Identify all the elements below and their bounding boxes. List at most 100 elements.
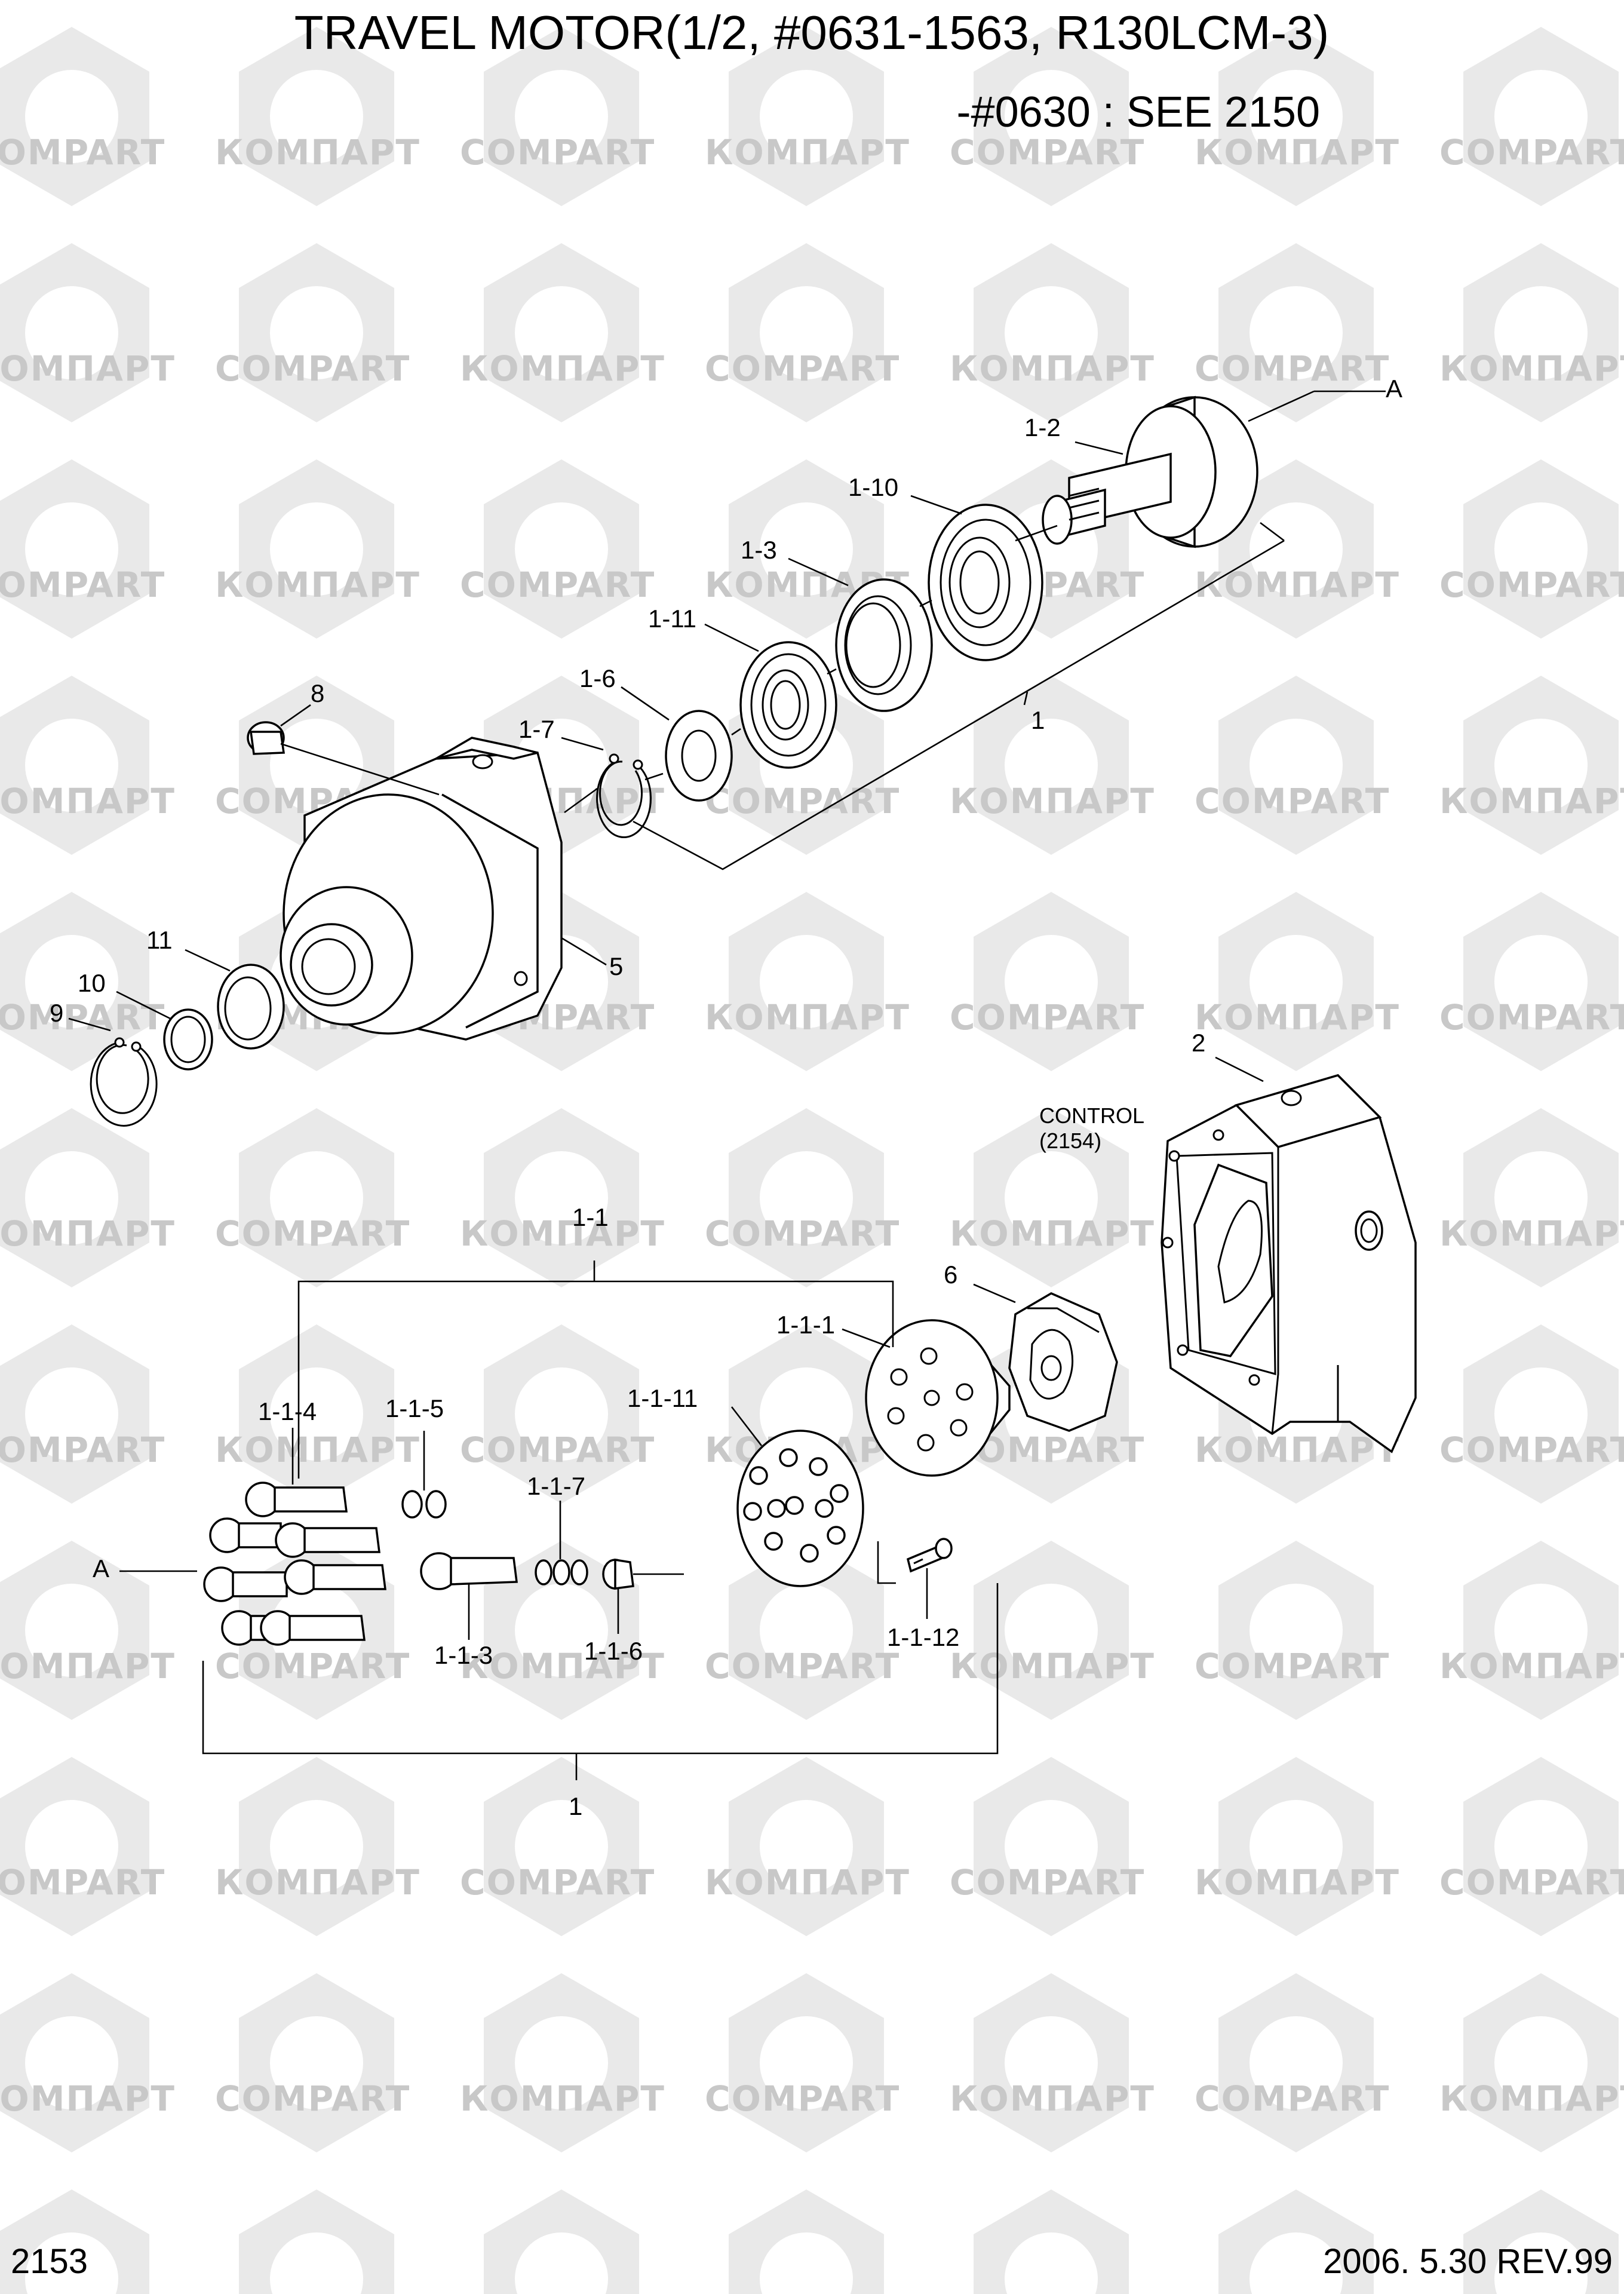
callout-bottom-a: A bbox=[93, 1554, 109, 1583]
watermark-logo-icon bbox=[729, 892, 884, 1071]
watermark-text: COMPART bbox=[950, 1862, 1145, 1903]
watermark-text: КОМПАРТ bbox=[460, 348, 665, 389]
watermark-text: COMPART bbox=[1439, 1430, 1624, 1470]
watermark-logo-icon bbox=[0, 1108, 149, 1287]
bracket-1-top bbox=[633, 539, 1285, 870]
watermark-text: КОМПАРТ bbox=[950, 1646, 1155, 1686]
watermark-text: КОМПАРТ bbox=[460, 1646, 665, 1686]
watermark-text: COMPART bbox=[215, 1213, 410, 1254]
callout-1-3: 1-3 bbox=[741, 536, 777, 564]
callout-6: 6 bbox=[944, 1261, 957, 1289]
shaft-1-2[interactable] bbox=[1042, 395, 1258, 548]
callout-1-bottom: 1 bbox=[569, 1792, 582, 1820]
watermark-text: КОМПАРТ bbox=[705, 132, 910, 173]
watermark-logo-icon bbox=[484, 2189, 639, 2294]
watermark-logo-icon bbox=[1463, 27, 1619, 206]
watermark-text: КОМПАРТ bbox=[0, 1646, 176, 1686]
watermark-logo-icon bbox=[974, 2189, 1129, 2294]
watermark-text: COMPART bbox=[950, 997, 1145, 1038]
snap-ring-9[interactable] bbox=[90, 1037, 158, 1127]
oring-10[interactable] bbox=[163, 1008, 213, 1071]
cylinder-block-1-1-1[interactable] bbox=[865, 1319, 1011, 1477]
lower-assembly bbox=[119, 1292, 1118, 1646]
footer-revision: 2006. 5.30 REV.99 bbox=[1323, 2242, 1613, 2281]
watermark-logo-icon bbox=[239, 1973, 394, 2152]
upper-assembly bbox=[90, 395, 1258, 1127]
control-note-line2: (2154) bbox=[1039, 1128, 1101, 1153]
bolt-1-1-12[interactable] bbox=[906, 1538, 953, 1573]
watermark-logo-icon bbox=[1218, 243, 1374, 422]
watermark-text: КОМПАРТ bbox=[0, 348, 176, 389]
housing-5[interactable] bbox=[280, 737, 563, 1041]
watermark-logo-icon bbox=[239, 1757, 394, 1936]
guide-1-1-3[interactable] bbox=[420, 1552, 518, 1590]
bearing-1-11[interactable] bbox=[739, 641, 837, 769]
watermark-text: COMPART bbox=[950, 132, 1145, 173]
watermark-logo-icon bbox=[0, 27, 149, 206]
callout-1-top: 1 bbox=[1031, 706, 1045, 734]
cap-1-1-6[interactable] bbox=[602, 1558, 634, 1590]
watermark-text: COMPART bbox=[460, 1862, 655, 1903]
watermark-text: COMPART bbox=[460, 565, 655, 605]
watermark-logo-icon bbox=[974, 676, 1129, 855]
rings-1-1-7[interactable] bbox=[535, 1559, 588, 1585]
watermark-logo-icon bbox=[729, 1757, 884, 1936]
callout-5: 5 bbox=[609, 952, 623, 980]
callout-1-1-3: 1-1-3 bbox=[434, 1641, 493, 1669]
watermark-text: КОМПАРТ bbox=[950, 348, 1155, 389]
seal-1-3[interactable] bbox=[835, 578, 933, 712]
watermark-text: КОМПАРТ bbox=[1439, 2078, 1624, 2119]
watermark-text: COMPART bbox=[460, 1430, 655, 1470]
watermark-text: КОМПАРТ bbox=[1195, 1862, 1400, 1903]
watermark-logo-icon bbox=[484, 1973, 639, 2152]
bracket-1-bottom bbox=[202, 1583, 999, 1755]
watermark-text: КОМПАРТ bbox=[1439, 1213, 1624, 1254]
watermark-logo-icon bbox=[239, 2189, 394, 2294]
watermark-text: КОМПАРТ bbox=[0, 2078, 176, 2119]
watermark-text: COMPART bbox=[705, 2078, 900, 2119]
callout-1-1-12: 1-1-12 bbox=[887, 1623, 959, 1651]
callout-10: 10 bbox=[78, 969, 106, 997]
watermark-logo-icon bbox=[1218, 1541, 1374, 1720]
watermark-text: COMPART bbox=[1195, 348, 1390, 389]
watermark-logo-icon bbox=[0, 892, 149, 1071]
callout-labels: A 1-2 1-10 1-3 1-11 1-6 1-7 1 8 5 11 10 … bbox=[50, 375, 1402, 1820]
callout-1-1-1: 1-1-1 bbox=[776, 1311, 835, 1339]
page-title: TRAVEL MOTOR(1/2, #0631-1563, R130LCM-3) bbox=[294, 6, 1330, 59]
plug-8[interactable] bbox=[247, 721, 285, 755]
watermark-logo-icon bbox=[0, 1541, 149, 1720]
callout-1-6: 1-6 bbox=[579, 664, 616, 692]
watermark-logo-icon bbox=[0, 459, 149, 639]
watermark-logo-icon bbox=[239, 243, 394, 422]
watermark-logo-icon bbox=[239, 1108, 394, 1287]
retainer-plate-1-1-11[interactable] bbox=[736, 1430, 864, 1587]
callout-1-10: 1-10 bbox=[848, 473, 898, 501]
watermark-text: КОМПАРТ bbox=[1195, 997, 1400, 1038]
watermark-text: COMPART bbox=[1439, 565, 1624, 605]
seal-11[interactable] bbox=[217, 964, 285, 1050]
watermark-text: COMPART bbox=[215, 2078, 410, 2119]
watermark-logo-icon bbox=[1218, 1973, 1374, 2152]
control-housing-2[interactable] bbox=[1161, 1074, 1417, 1453]
watermark-text: COMPART bbox=[705, 1213, 900, 1254]
watermark-text: COMPART bbox=[0, 1430, 165, 1470]
rings-1-1-5[interactable] bbox=[401, 1490, 447, 1519]
bearing-1-10[interactable] bbox=[928, 504, 1043, 661]
watermark-logo-icon bbox=[0, 676, 149, 855]
watermark-text: COMPART bbox=[215, 1646, 410, 1686]
watermark-text: COMPART bbox=[0, 1862, 165, 1903]
watermark-text: COMPART bbox=[1439, 132, 1624, 173]
valve-plate-6[interactable] bbox=[1008, 1292, 1118, 1432]
watermark-text: COMPART bbox=[1439, 1862, 1624, 1903]
washer-1-6[interactable] bbox=[665, 710, 733, 802]
watermark-text: КОМПАРТ bbox=[215, 1862, 420, 1903]
watermark-text: COMPART bbox=[1439, 997, 1624, 1038]
watermark-logo-icon bbox=[484, 1757, 639, 1936]
callout-8: 8 bbox=[311, 679, 324, 707]
watermark-text: COMPART bbox=[705, 781, 900, 821]
watermark-text: COMPART bbox=[1195, 781, 1390, 821]
watermark-logo-icon bbox=[1218, 676, 1374, 855]
snap-ring-1-7[interactable] bbox=[596, 753, 652, 838]
piston-set-1-1-4[interactable] bbox=[203, 1482, 386, 1646]
